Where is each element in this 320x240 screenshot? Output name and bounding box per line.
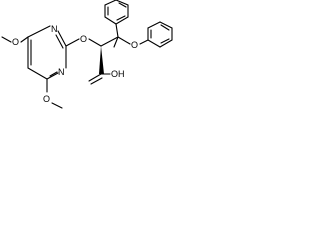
bond-ring-c5-c6 (27, 67, 48, 80)
atom-labels: O N N O O O OH (12, 24, 138, 104)
bond-phenyl2-inner-3 (160, 38, 170, 44)
bond-phenyl2-2 (147, 21, 161, 29)
bond-phenyl-inner-3 (116, 15, 126, 21)
bond-ring-inner-2 (49, 71, 58, 77)
bond-phenyl-4 (115, 0, 129, 6)
wedge-chiral-carboxyl (99, 46, 104, 74)
bond-phenyl-3 (104, 0, 117, 6)
bonds (1, 0, 173, 109)
bond-carboxyl-co-1 (88, 73, 102, 82)
bond-chiral-quaternary (100, 36, 119, 47)
atom-carboxylic-acid: OH (111, 69, 125, 79)
bond-methyl-top (1, 36, 12, 43)
atom-o-methoxy-top: O (12, 37, 19, 47)
bond-carboxyl-co-2 (90, 77, 103, 85)
bond-methoxy-bottom-methyl (51, 102, 63, 109)
bond-phenoxy-o-ring (139, 39, 149, 45)
bond-c2-ether-o (65, 38, 80, 47)
bond-phenyl2-3 (159, 21, 173, 29)
bond-phenyl-6 (115, 16, 129, 25)
atom-o-phenoxy: O (131, 40, 138, 50)
bond-ring-n3-c4 (27, 25, 51, 38)
bond-quaternary-phenoxy-o (117, 36, 131, 45)
bond-ring-c2-n3 (57, 30, 67, 47)
atom-n-ring-bottom: N (58, 67, 65, 77)
bond-quaternary-methyl (113, 36, 119, 48)
bond-ring-inner-3 (55, 34, 64, 49)
bond-phenyl2-6 (147, 39, 161, 48)
bond-phenyl-inner-2 (118, 2, 127, 8)
bond-phenyl-1 (104, 16, 117, 25)
atom-o-ether-link: O (80, 34, 87, 44)
chemical-structure: O N N O O O OH (1, 0, 173, 109)
bond-quaternary-phenyl (115, 23, 119, 38)
atom-n-ring-top: N (51, 24, 58, 34)
bond-phenyl2-inner-2 (160, 24, 170, 31)
bond-methoxy-top-ring (20, 36, 29, 43)
bond-ether-o-chiral-c (88, 38, 102, 47)
atom-o-methoxy-bottom: O (43, 94, 50, 104)
bond-ring-c6-n1 (46, 72, 59, 80)
bond-phenyl2-5 (159, 39, 173, 48)
